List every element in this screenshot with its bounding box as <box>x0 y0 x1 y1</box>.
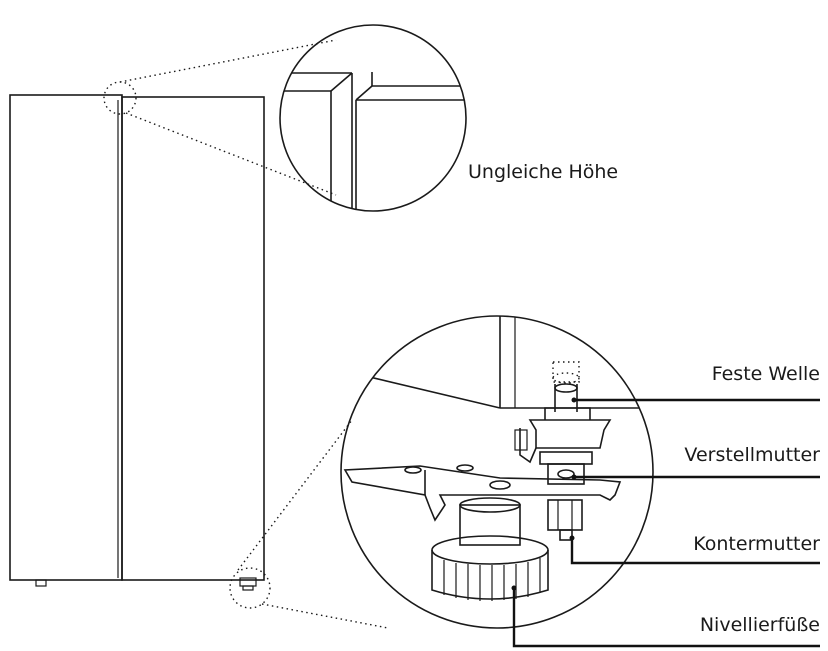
left-door <box>9 94 123 581</box>
bottom-small-dotted-circle <box>229 567 271 609</box>
top-small-dotted-circle <box>103 81 137 115</box>
mounting-plate <box>343 464 622 522</box>
leveling-feet-label: Nivellierfüße <box>700 614 820 636</box>
leveling-foot <box>431 497 549 601</box>
left-foot <box>35 579 47 587</box>
top-zoom-circle: Ungleiche Höhe <box>279 24 618 212</box>
right-foot-knob <box>242 585 254 591</box>
refrigerator-outline <box>9 94 265 591</box>
top-zoom-border <box>279 24 467 212</box>
adjusting-nut <box>539 451 593 485</box>
fixed-shaft-label: Feste Welle <box>712 363 820 385</box>
lock-nut-label: Kontermutter <box>693 533 820 555</box>
bottom-zoom-border <box>340 315 654 629</box>
adjusting-nut-label: Verstellmutter <box>684 444 820 466</box>
shaft-bracket <box>514 407 612 464</box>
top-callout-connectors <box>103 39 337 196</box>
leader-lines <box>511 397 820 648</box>
lock-nut <box>547 499 583 541</box>
uneven-height-label: Ungleiche Höhe <box>468 161 618 183</box>
right-door <box>121 96 265 581</box>
bottom-zoom-circle: Feste Welle Verstellmutter Kontermutter … <box>340 315 820 648</box>
bottom-callout-connectors <box>229 419 389 629</box>
